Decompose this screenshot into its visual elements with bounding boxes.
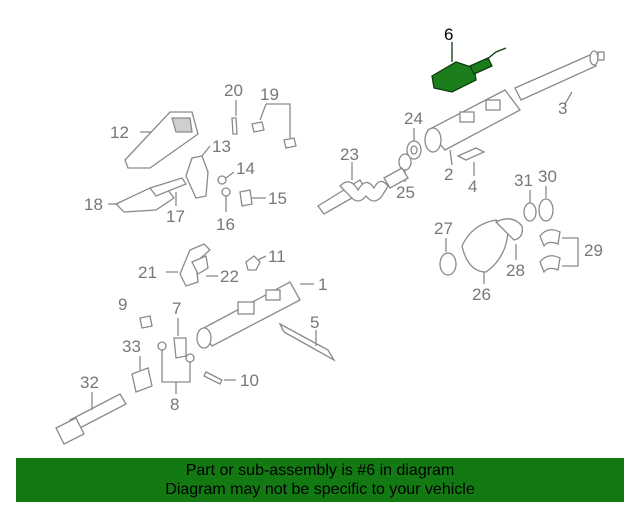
part-27-seal [439,238,457,276]
part-6-highlighted-switch [431,42,507,93]
part-14-nut [217,171,235,185]
callout-30: 30 [538,167,557,186]
callout-4: 4 [468,177,477,196]
part-32-intermediate-shaft [55,392,127,445]
part-13-bracket [185,145,211,199]
part-20-screw [231,100,238,135]
callout-12: 12 [110,123,129,142]
callout-21: 21 [138,263,157,282]
callout-23: 23 [340,145,359,164]
callout-26: 26 [472,285,491,304]
part-30-ring [538,186,554,222]
part-29-bushings [539,229,579,274]
callout-11: 11 [268,247,286,266]
part-23-lower-shaft [317,162,409,215]
part-3-upper-tube [514,50,605,105]
callout-25: 25 [396,183,415,202]
callout-15: 15 [268,189,287,208]
part-22-clip [191,255,218,277]
callout-9: 9 [118,295,127,314]
part-10-bolt [203,371,236,385]
callout-17: 17 [166,207,185,226]
callout-8: 8 [170,395,179,414]
callout-32: 32 [80,373,99,392]
part-5-strap [278,322,336,362]
part-33-block [131,356,153,393]
part-26-boot [461,219,509,284]
callout-27: 27 [434,219,453,238]
callout-28: 28 [506,261,525,280]
callout-7: 7 [172,299,181,318]
callout-31: 31 [514,171,533,190]
part-4-clip [456,147,486,176]
callout-14: 14 [236,159,255,178]
callout-20: 20 [224,81,243,100]
callout-13: 13 [212,137,231,156]
callout-19: 19 [260,85,279,104]
steering-column-exploded-diagram: 1 2 3 4 5 6 7 8 9 10 11 12 13 14 15 16 1… [55,25,605,445]
callout-16: 16 [216,215,235,234]
callout-22: 22 [220,267,239,286]
callout-1: 1 [318,275,327,294]
part-18-lever [108,177,187,213]
callout-33: 33 [122,337,141,356]
callout-29: 29 [584,241,603,260]
part-16-nut [221,187,231,212]
part-15-tab [239,189,266,207]
part-7-lever [173,318,187,359]
callout-2: 2 [444,165,453,184]
part-12-cover [124,111,199,169]
part-1-column-assembly [196,281,314,349]
callout-6: 6 [444,25,453,44]
part-11-clip [245,255,267,271]
callout-5: 5 [310,313,319,332]
callout-18: 18 [84,195,103,214]
part-2-column-jacket [424,89,521,166]
part-8-pins [157,341,195,394]
banner-line-part: Part or sub-assembly is #6 in diagram [185,462,455,479]
part-28-plate [494,218,523,260]
part-9-clip [139,315,153,329]
part-24-ring [406,128,422,160]
callout-3: 3 [558,99,567,118]
callout-10: 10 [240,371,259,390]
part-31-ring [523,190,537,222]
part-19-screws [251,103,297,149]
diagram-notice-banner: Part or sub-assembly is #6 in diagram Di… [16,458,624,502]
banner-line-disclaimer: Diagram may not be specific to your vehi… [165,481,475,498]
callout-24: 24 [404,109,423,128]
